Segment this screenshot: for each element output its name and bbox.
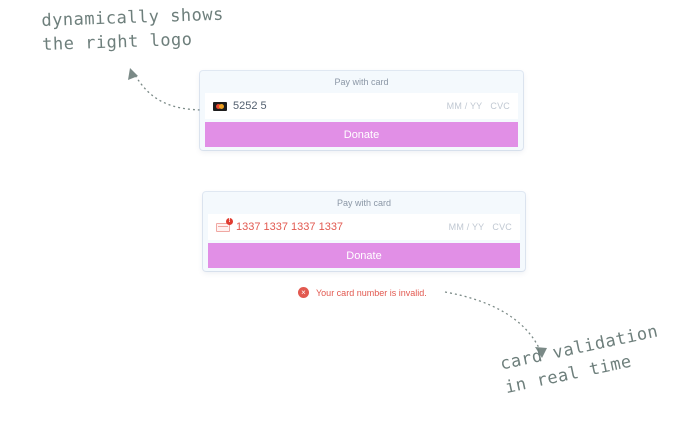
error-icon: × [298,287,309,298]
card-title: Pay with card [334,77,389,87]
card-number-value: 1337 1337 1337 1337 [236,221,344,233]
payment-card-invalid: Pay with card ! 1337 1337 1337 1337 MM /… [203,192,525,271]
donate-button[interactable]: Donate [208,243,520,268]
arrow-to-logo [134,74,206,111]
expiry-placeholder[interactable]: MM / YY [448,222,485,232]
cvc-placeholder[interactable]: CVC [492,222,512,232]
mastercard-icon [213,101,227,111]
cvc-placeholder[interactable]: CVC [490,101,510,111]
error-text: Your card number is invalid. [316,287,427,298]
arrow-head-logo [128,68,138,80]
invalid-card-icon [216,222,230,232]
expiry-placeholder[interactable]: MM / YY [446,101,483,111]
arrow-head-validation [535,347,547,358]
arrow-to-validation [444,291,541,351]
payment-card-valid: Pay with card 5252 5 MM / YY CVC Donate [200,71,523,150]
donate-button[interactable]: Donate [205,122,518,147]
card-number-field[interactable]: 5252 5 MM / YY CVC [205,93,518,119]
card-title: Pay with card [336,198,392,208]
card-error-message: × Your card number is invalid. [298,287,427,298]
card-number-field[interactable]: ! 1337 1337 1337 1337 MM / YY CVC [208,214,520,240]
alert-icon: ! [226,218,233,225]
card-number-value: 5252 5 [233,100,267,112]
